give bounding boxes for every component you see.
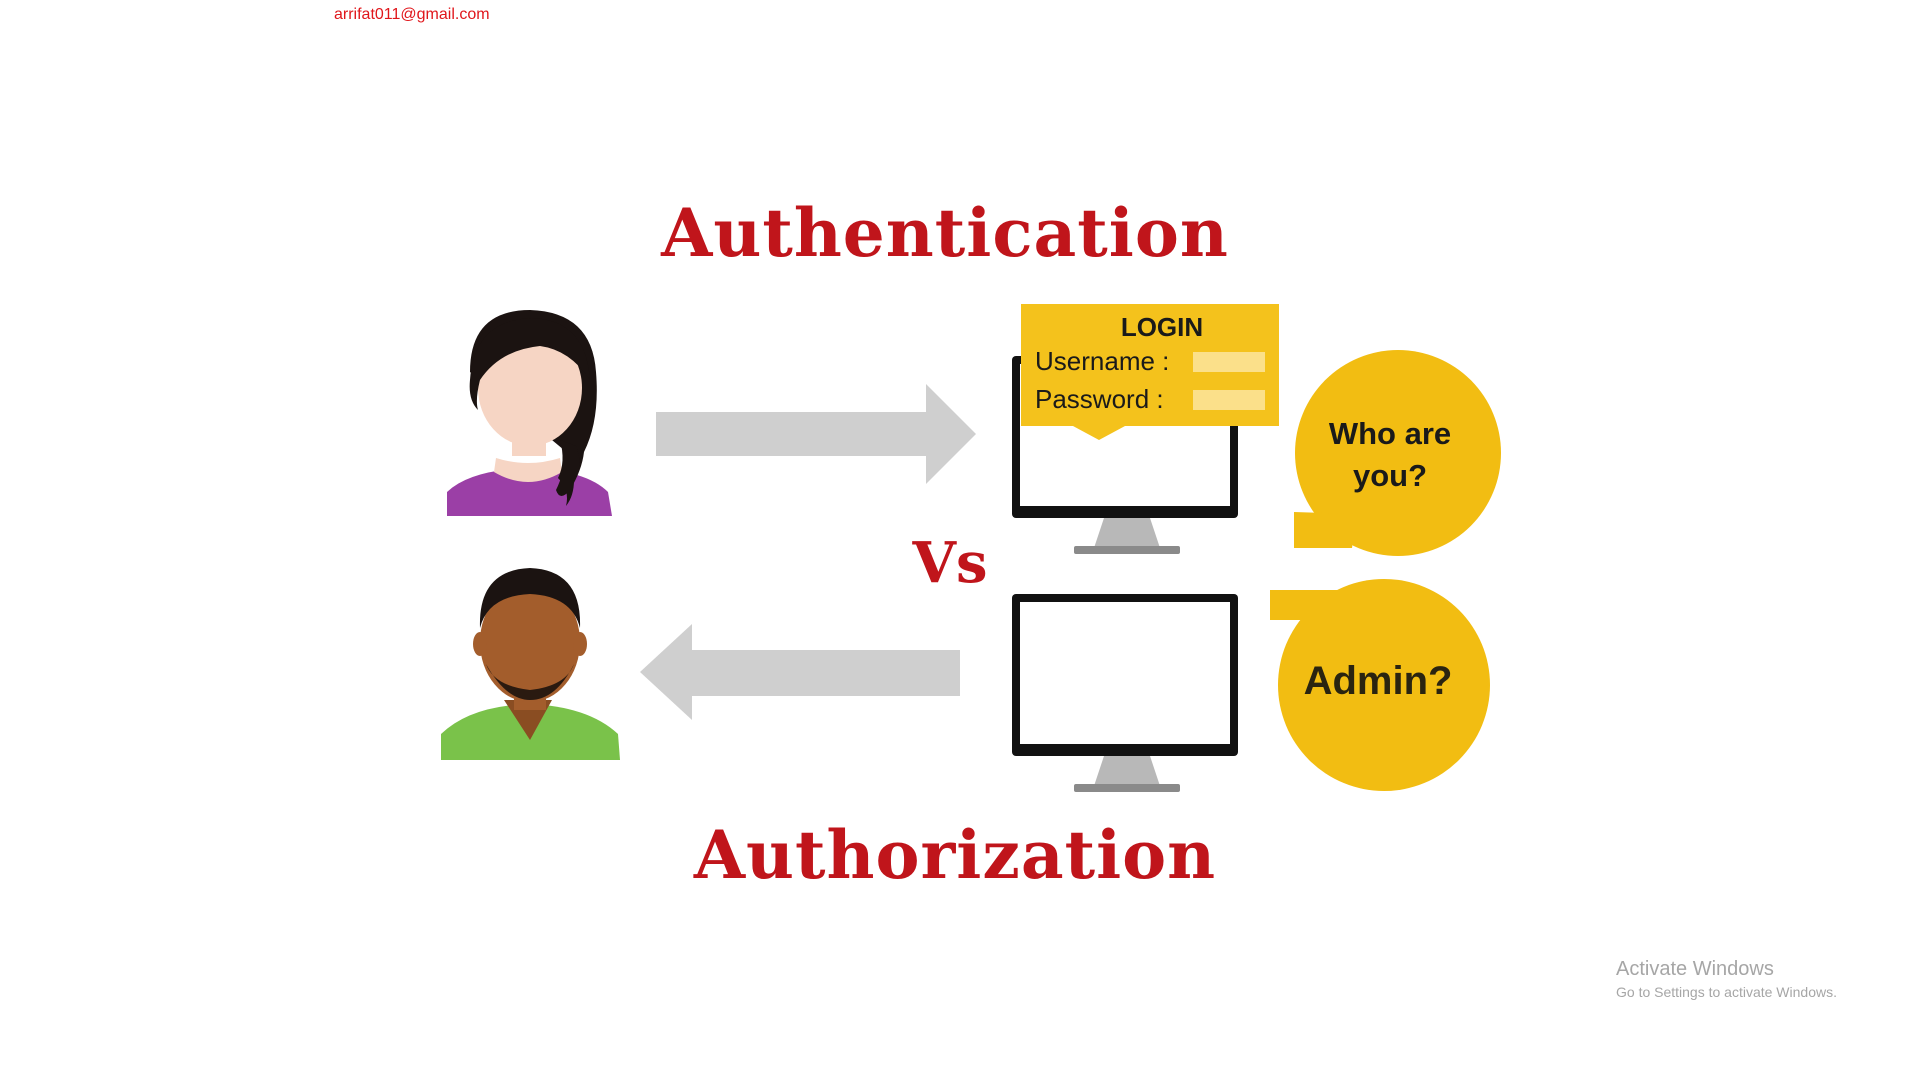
man-avatar-icon bbox=[441, 568, 620, 760]
username-label: Username : bbox=[1035, 346, 1170, 376]
password-field bbox=[1193, 390, 1265, 410]
left-arrow-icon bbox=[640, 624, 960, 720]
login-title: LOGIN bbox=[1120, 312, 1204, 342]
woman-avatar-icon bbox=[447, 310, 612, 516]
watermark-subtitle: Go to Settings to activate Windows. bbox=[1616, 984, 1837, 1000]
bubble-who-are-you: Who are you? bbox=[1290, 413, 1490, 497]
username-row: Username : bbox=[1035, 342, 1265, 380]
author-email: arrifat011@gmail.com bbox=[334, 6, 490, 23]
watermark-title: Activate Windows bbox=[1616, 958, 1774, 980]
bubble-who-line1: Who are bbox=[1328, 416, 1452, 451]
monitor-icon bbox=[1012, 594, 1238, 792]
password-row: Password : bbox=[1035, 380, 1265, 418]
right-arrow-icon bbox=[656, 384, 976, 484]
versus-label: Vs bbox=[912, 530, 988, 596]
speech-bubble-icon bbox=[1270, 579, 1490, 791]
bubble-who-line2: you? bbox=[1352, 458, 1428, 493]
bubble-admin: Admin? bbox=[1303, 659, 1453, 703]
authorization-heading: Authorization bbox=[693, 816, 1217, 894]
password-label: Password : bbox=[1035, 384, 1164, 414]
username-field bbox=[1193, 352, 1265, 372]
login-card: LOGIN Username : Password : bbox=[1021, 304, 1279, 440]
authentication-heading: Authentication bbox=[661, 194, 1229, 272]
activate-windows-watermark: Activate Windows Go to Settings to activ… bbox=[1616, 956, 1837, 1002]
speech-bubble-icon bbox=[1294, 350, 1501, 556]
